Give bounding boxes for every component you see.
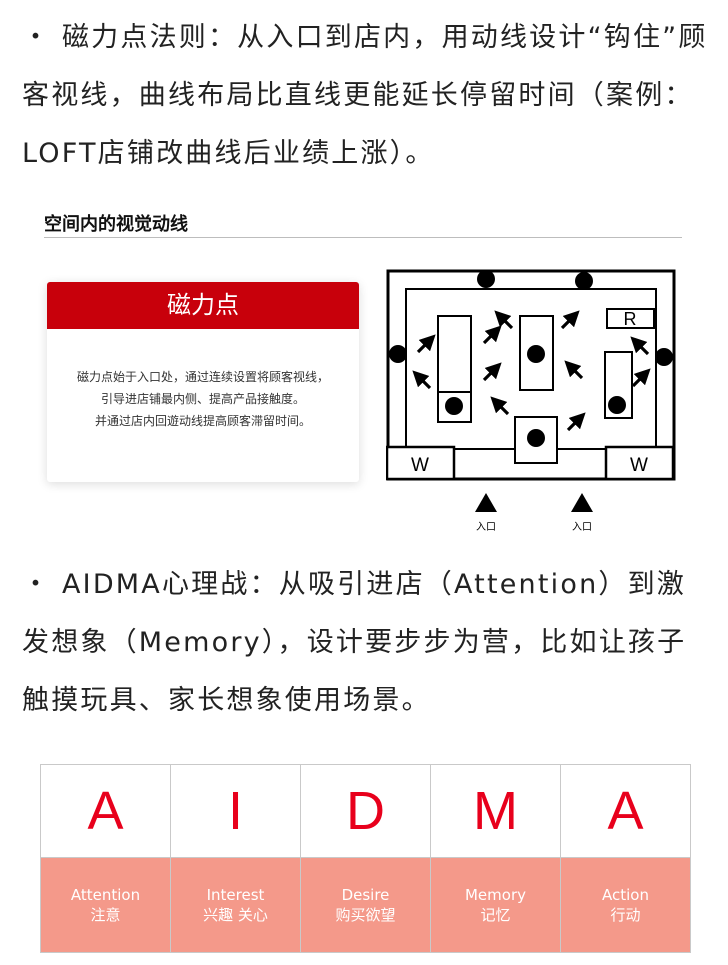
- aidma-label-en: Attention: [70, 886, 141, 904]
- aidma-label-cell: Action 行动: [560, 857, 691, 953]
- aidma-label-row: Attention 注意 Interest 兴趣 关心 Desire 购买欲望 Mem…: [40, 857, 691, 953]
- card-heading: 磁力点: [47, 282, 359, 329]
- aidma-letter: M: [430, 764, 561, 858]
- aidma-label-en: Action: [602, 886, 649, 904]
- aidma-label-zh: 注意: [90, 906, 121, 924]
- card-line-2: 引导进店铺最内侧、提高产品接触度。: [100, 392, 305, 406]
- entrance-left-marker: [475, 493, 497, 512]
- magnet-point: [575, 272, 593, 290]
- aidma-label-cell: Interest 兴趣 关心: [170, 857, 301, 953]
- flow-arrow-top: [582, 290, 594, 302]
- aidma-label-zh: 兴趣 关心: [203, 906, 268, 924]
- entrance-left-label: 入口: [476, 522, 496, 533]
- magnet-point: [608, 396, 626, 414]
- title-divider: [44, 237, 682, 238]
- magnet-point-card: 磁力点 磁力点始于入口处，通过连续设置将顾客视线， 引导进店铺最内侧、提高产品接…: [47, 282, 359, 482]
- outer-wall: [386, 269, 676, 481]
- card-description: 磁力点始于入口处，通过连续设置将顾客视线， 引导进店铺最内侧、提高产品接触度。 …: [47, 366, 359, 432]
- magnet-point: [527, 345, 545, 363]
- magnet-point: [477, 270, 495, 288]
- flow-arrows: [412, 310, 651, 432]
- entrance-right-marker: [571, 493, 593, 512]
- store-floor-plan: R W W 入口 入口: [386, 269, 676, 533]
- shelf: [437, 315, 472, 393]
- aidma-table: A I D M A Attention 注意 Interest 兴趣 关心 Desi…: [40, 764, 691, 953]
- shelf-r: [606, 308, 655, 329]
- aidma-letter: I: [170, 764, 301, 858]
- aidma-letter: A: [560, 764, 691, 858]
- paragraph-aidma: ・ AIDMA心理战：从吸引进店（Attention）到激发想象（Memory）…: [22, 569, 687, 716]
- shelf-w-left: [386, 445, 456, 481]
- figure-title: 空间内的视觉动线: [44, 214, 188, 235]
- card-line-1: 磁力点始于入口处，通过连续设置将顾客视线，: [76, 370, 329, 384]
- shelf-w-right: [604, 445, 675, 481]
- shelf-w-left-label: W: [411, 455, 429, 476]
- entrance-right-label: 入口: [572, 522, 592, 533]
- aidma-label-cell: Memory 记忆: [430, 857, 561, 953]
- figure-visual-flow: 空间内的视觉动线 磁力点 磁力点始于入口处，通过连续设置将顾客视线， 引导进店铺…: [40, 200, 688, 540]
- shelf-r-label: R: [624, 309, 637, 329]
- aidma-letter: A: [40, 764, 171, 858]
- aidma-label-zh: 记忆: [480, 906, 511, 924]
- magnet-point: [389, 345, 407, 363]
- magnet-point: [655, 348, 673, 366]
- shelf-w-right-label: W: [630, 455, 648, 476]
- aidma-label-zh: 购买欲望: [335, 906, 396, 924]
- magnet-point: [527, 429, 545, 447]
- aidma-label-cell: Attention 注意: [40, 857, 171, 953]
- aidma-letter: D: [300, 764, 431, 858]
- magnet-point: [445, 397, 463, 415]
- paragraph-magnet-point: ・ 磁力点法则：从入口到店内，用动线设计“钩住”顾客视线，曲线布局比直线更能延长…: [22, 22, 708, 169]
- aidma-label-zh: 行动: [610, 906, 641, 924]
- aidma-label-en: Memory: [464, 886, 526, 904]
- aidma-label-en: Interest: [206, 886, 265, 904]
- aidma-letter-row: A I D M A: [40, 764, 691, 858]
- card-line-3: 并通过店内回遊动线提高顾客滞留时间。: [94, 414, 311, 428]
- aidma-label-en: Desire: [341, 886, 390, 904]
- aidma-label-cell: Desire 购买欲望: [300, 857, 431, 953]
